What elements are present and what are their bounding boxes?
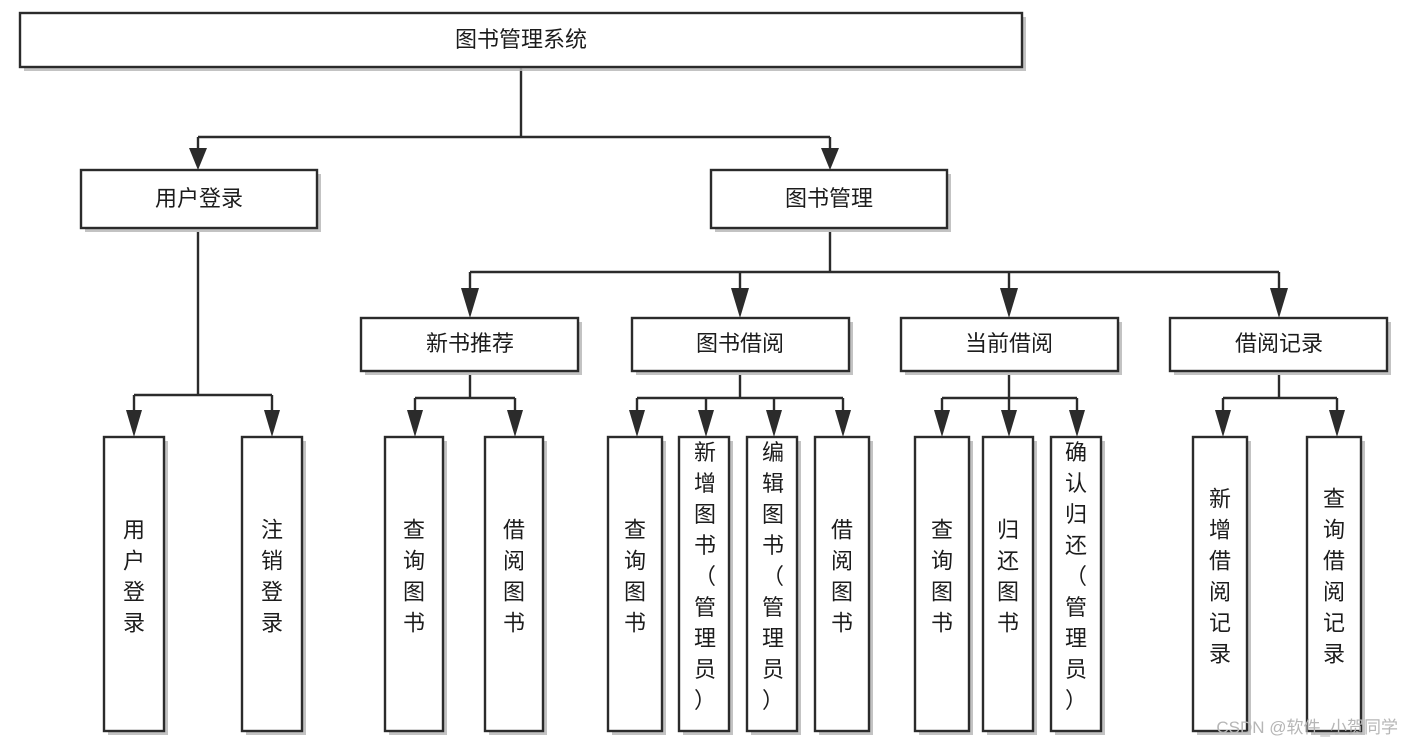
leaf-query-record-box[interactable]: [1305, 435, 1363, 733]
arrow-head-leaf-user-login: [126, 410, 142, 437]
node-current-borrow[interactable]: 当前借阅: [899, 316, 1122, 375]
node-leaf-user-login[interactable]: 用户登录: [102, 435, 168, 735]
leaf-add-book-box[interactable]: [677, 435, 731, 733]
leaf-add-book-label: 新增图书（管理员）: [694, 440, 716, 713]
leaf-return-book-label: 归还图书: [997, 518, 1019, 636]
leaf-confirm-return-box[interactable]: [1049, 435, 1103, 733]
leaf-query-record-label: 查询借阅记录: [1323, 487, 1345, 667]
node-leaf-borrow-book-1[interactable]: 借阅图书: [483, 435, 547, 735]
node-leaf-add-record[interactable]: 新增借阅记录: [1191, 435, 1251, 735]
leaf-user-login-label: 用户登录: [123, 518, 145, 636]
arrow-head-new-book-rec: [461, 288, 479, 318]
csdn-watermark: CSDN @软件_小贺同学: [1216, 718, 1398, 737]
leaf-add-record-label: 新增借阅记录: [1209, 487, 1231, 667]
node-leaf-query-book-3[interactable]: 查询图书: [913, 435, 973, 735]
node-new-book-rec[interactable]: 新书推荐: [359, 316, 582, 375]
arrow-head-leaf-query-record: [1329, 410, 1345, 437]
node-root[interactable]: 图书管理系统: [18, 11, 1026, 71]
leaf-borrow-book-2-box[interactable]: [813, 435, 871, 733]
arrow-head-leaf-query-book-1: [407, 410, 423, 437]
leaf-edit-book-label: 编辑图书（管理员）: [762, 440, 784, 713]
leaf-return-book-box[interactable]: [981, 435, 1035, 733]
leaf-query-book-3-box[interactable]: [913, 435, 971, 733]
borrow-record-label: 借阅记录: [1235, 331, 1323, 356]
user-login-box[interactable]: [79, 168, 319, 230]
arrow-head-leaf-return-book: [1001, 410, 1017, 437]
arrow-head-leaf-query-book-3: [934, 410, 950, 437]
arrow-head-current-borrow: [1000, 288, 1018, 318]
leaf-borrow-book-1-box[interactable]: [483, 435, 545, 733]
arrow-head-leaf-add-book: [698, 410, 714, 437]
root-box[interactable]: [18, 11, 1024, 69]
leaf-borrow-book-2-label: 借阅图书: [831, 518, 853, 636]
book-manage-label: 图书管理: [785, 186, 873, 211]
current-borrow-box[interactable]: [899, 316, 1120, 373]
leaf-query-book-3-label: 查询图书: [931, 518, 953, 636]
node-user-login[interactable]: 用户登录: [79, 168, 321, 232]
node-leaf-borrow-book-2[interactable]: 借阅图书: [813, 435, 873, 735]
leaf-user-logout-label: 注销登录: [261, 518, 283, 636]
node-leaf-query-record[interactable]: 查询借阅记录: [1305, 435, 1365, 735]
book-borrow-label: 图书借阅: [696, 331, 784, 356]
arrow-head-leaf-confirm-return: [1069, 410, 1085, 437]
arrow-head-user-login: [189, 148, 207, 170]
arrow-head-leaf-borrow-book-1: [507, 410, 523, 437]
leaf-query-book-2-label: 查询图书: [624, 518, 646, 636]
new-book-rec-box[interactable]: [359, 316, 580, 373]
root-label: 图书管理系统: [455, 27, 587, 52]
user-login-label: 用户登录: [155, 186, 243, 211]
node-leaf-add-book[interactable]: 新增图书（管理员）: [677, 435, 733, 735]
leaf-query-book-1-label: 查询图书: [403, 518, 425, 636]
arrow-head-leaf-add-record: [1215, 410, 1231, 437]
leaf-query-book-2-box[interactable]: [606, 435, 664, 733]
leaf-user-logout-box[interactable]: [240, 435, 304, 733]
node-book-borrow[interactable]: 图书借阅: [630, 316, 853, 375]
leaf-confirm-return-label: 确认归还（管理员）: [1065, 440, 1087, 713]
arrow-head-book-borrow: [731, 288, 749, 318]
node-leaf-confirm-return[interactable]: 确认归还（管理员）: [1049, 435, 1105, 735]
node-leaf-return-book[interactable]: 归还图书: [981, 435, 1037, 735]
borrow-record-box[interactable]: [1168, 316, 1389, 373]
connector-layer: [126, 67, 1345, 437]
new-book-rec-label: 新书推荐: [426, 331, 514, 356]
arrow-head-book-manage: [821, 148, 839, 170]
current-borrow-label: 当前借阅: [965, 331, 1053, 356]
leaf-add-record-box[interactable]: [1191, 435, 1249, 733]
arrow-head-leaf-user-logout: [264, 410, 280, 437]
arrow-head-leaf-query-book-2: [629, 410, 645, 437]
arrow-head-leaf-borrow-book-2: [835, 410, 851, 437]
leaf-user-login-box[interactable]: [102, 435, 166, 733]
node-borrow-record[interactable]: 借阅记录: [1168, 316, 1391, 375]
arrow-head-borrow-record: [1270, 288, 1288, 318]
arrow-head-leaf-edit-book: [766, 410, 782, 437]
leaf-borrow-book-1-label: 借阅图书: [503, 518, 525, 636]
node-leaf-query-book-1[interactable]: 查询图书: [383, 435, 447, 735]
node-leaf-query-book-2[interactable]: 查询图书: [606, 435, 666, 735]
leaf-query-book-1-box[interactable]: [383, 435, 445, 733]
node-book-manage[interactable]: 图书管理: [709, 168, 951, 232]
book-manage-box[interactable]: [709, 168, 949, 230]
leaf-edit-book-box[interactable]: [745, 435, 799, 733]
book-borrow-box[interactable]: [630, 316, 851, 373]
node-leaf-edit-book[interactable]: 编辑图书（管理员）: [745, 435, 801, 735]
node-leaf-user-logout[interactable]: 注销登录: [240, 435, 306, 735]
